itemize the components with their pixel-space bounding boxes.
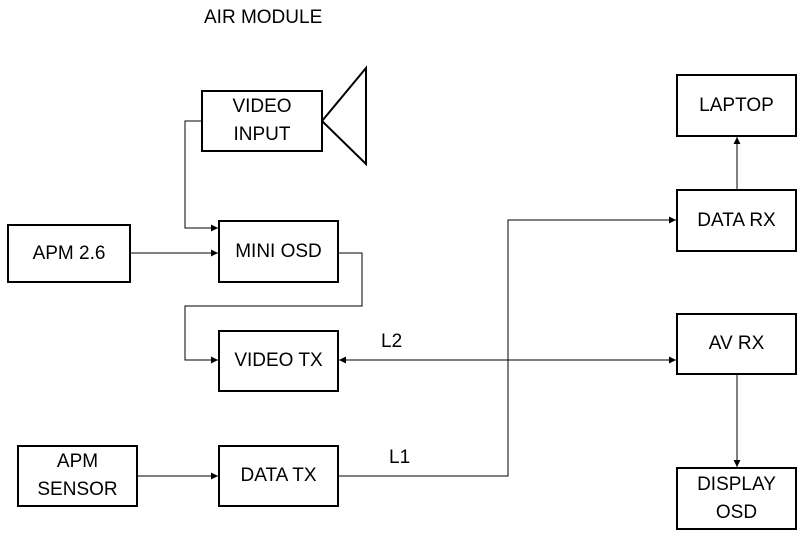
video-input-to-mini-osd-line <box>184 120 218 232</box>
l1-link-line <box>339 216 676 477</box>
video-input-line-1: VIDEO <box>232 96 292 118</box>
laptop-block: LAPTOP <box>676 74 797 137</box>
video-input-block: VIDEO INPUT <box>201 90 323 152</box>
video-input-line-2: INPUT <box>233 124 291 145</box>
apm-sensor-line-2: SENSOR <box>37 479 118 500</box>
data-rx-label: DATA RX <box>697 209 776 231</box>
display-osd-line-2: OSD <box>715 501 758 523</box>
diagram-title: AIR MODULE <box>204 7 323 28</box>
display-osd-block: DISPLAY OSD <box>676 467 797 530</box>
apm-sensor-line-1: APM <box>56 451 99 473</box>
data-rx-block: DATA RX <box>676 189 797 252</box>
l1-label: L1 <box>389 447 411 468</box>
laptop-label: LAPTOP <box>699 94 774 116</box>
data-tx-label: DATA TX <box>240 465 317 487</box>
apm-label: APM 2.6 <box>32 242 106 264</box>
camera-icon <box>320 65 367 167</box>
display-osd-line-1: DISPLAY <box>697 473 776 495</box>
apm-sensor-block: APM SENSOR <box>17 445 138 507</box>
mini-osd-to-video-tx-line <box>184 252 363 364</box>
video-tx-block: VIDEO TX <box>218 330 339 392</box>
av-rx-block: AV RX <box>676 313 797 375</box>
l2-label: L2 <box>381 331 403 352</box>
apm-block: APM 2.6 <box>7 224 131 283</box>
mini-osd-label: MINI OSD <box>235 240 322 262</box>
video-tx-label: VIDEO TX <box>234 350 323 372</box>
data-tx-block: DATA TX <box>218 445 339 507</box>
mini-osd-block: MINI OSD <box>218 220 339 283</box>
av-rx-label: AV RX <box>708 333 765 355</box>
